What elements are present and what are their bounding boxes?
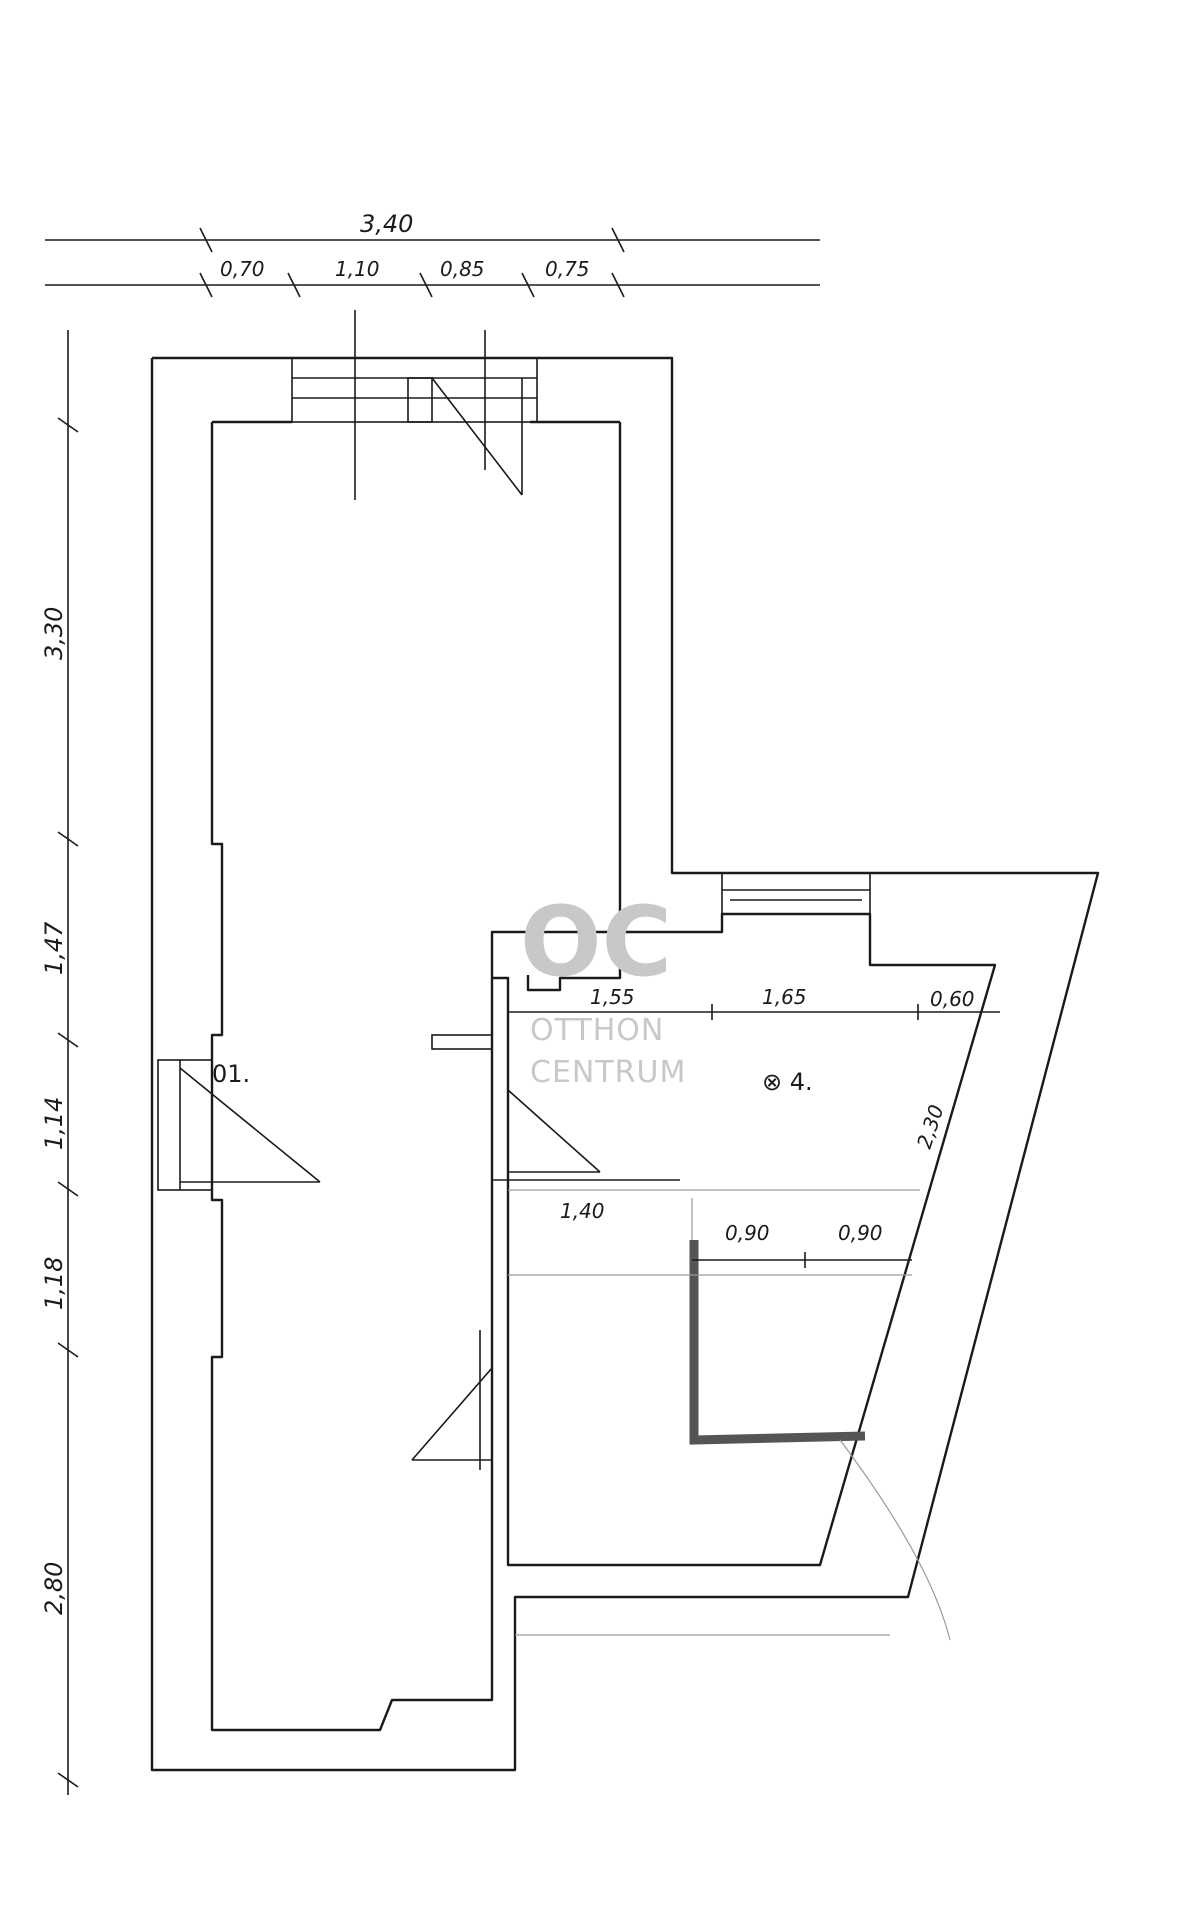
dim-room4-a: 1,55 — [590, 985, 635, 1009]
dim-room4-d: 1,40 — [560, 1199, 605, 1223]
dim-top-seg-2: 1,10 — [335, 257, 380, 281]
dim-room4-b: 1,65 — [762, 985, 807, 1009]
dim-overall-width: 3,40 — [360, 210, 413, 238]
lower-door — [411, 1330, 493, 1470]
top-dimension-lines — [45, 227, 820, 298]
dim-left-3: 1,14 — [40, 1097, 68, 1150]
sketch-curve — [839, 1439, 951, 1641]
dim-top-seg-3: 0,85 — [440, 257, 485, 281]
dim-left-4: 1,18 — [40, 1257, 68, 1310]
room-label-4: ⊗ 4. — [762, 1068, 813, 1096]
left-door — [157, 1059, 321, 1191]
main-room-inner-wall — [210, 422, 622, 1732]
dim-left-2: 1,47 — [40, 921, 68, 975]
watermark-line-1: OTTHON — [530, 1013, 664, 1048]
watermark: OC OTTHON CENTRUM — [520, 886, 686, 1090]
dim-kitchen-b: 0,90 — [838, 1221, 883, 1245]
watermark-line-2: CENTRUM — [530, 1055, 686, 1090]
dim-left-1: 3,30 — [40, 607, 68, 660]
left-dimension-line — [57, 330, 79, 1795]
top-window — [291, 310, 538, 500]
dim-top-seg-1: 0,70 — [220, 257, 265, 281]
dim-room4-c: 0,60 — [930, 987, 975, 1011]
kitchen-counter — [508, 1198, 912, 1445]
room4-dim-line — [508, 1004, 1000, 1020]
watermark-logo: OC — [520, 886, 672, 998]
room4-window — [721, 872, 871, 915]
dim-top-seg-4: 0,75 — [545, 257, 590, 281]
dim-left-5: 2,80 — [40, 1562, 68, 1615]
room-label-1: 01. — [212, 1060, 250, 1088]
dim-kitchen-a: 0,90 — [725, 1221, 770, 1245]
room4-door — [431, 1034, 920, 1191]
outer-wall — [150, 356, 1100, 1772]
